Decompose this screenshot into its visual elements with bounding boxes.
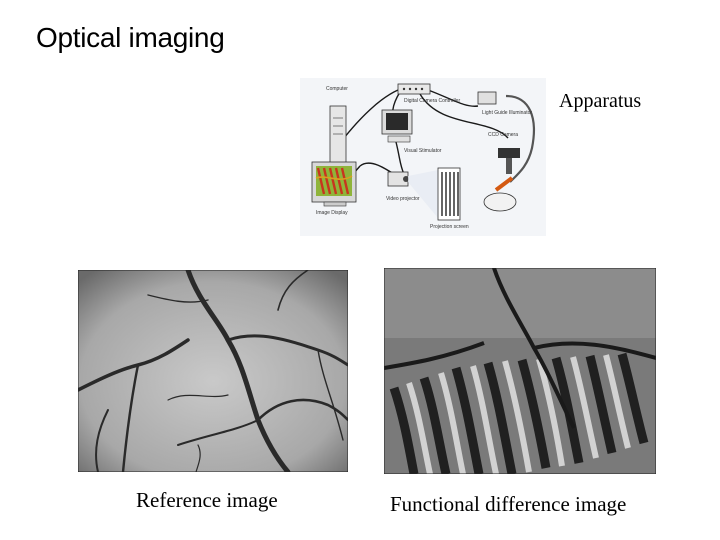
- camera-controller: [397, 83, 431, 95]
- apparatus-diagram: Computer Digital Camera Controller Light…: [300, 78, 546, 236]
- label-computer: Computer: [326, 86, 348, 92]
- label-light-guide: Light Guide Illuminator: [482, 110, 532, 116]
- subject: [483, 192, 517, 212]
- label-video-projector: Video projector: [386, 196, 420, 202]
- computer-tower: [329, 105, 347, 165]
- label-image-display: Image Display: [316, 210, 348, 216]
- label-camera-controller: Digital Camera Controller: [404, 98, 460, 104]
- light-guide-cable: [505, 94, 536, 183]
- functional-difference-image: [384, 268, 656, 474]
- functional-image-caption: Functional difference image: [390, 492, 627, 516]
- reference-image: [78, 270, 348, 472]
- light-guide-tip: [494, 176, 514, 192]
- ccd-camera: [498, 148, 520, 158]
- projection-screen: [437, 167, 461, 221]
- label-ccd-camera: CCD Camera: [488, 132, 518, 138]
- label-visual-stimulator: Visual Stimulator: [404, 148, 442, 154]
- reference-image-caption: Reference image: [136, 488, 278, 512]
- apparatus-label: Apparatus: [559, 90, 642, 112]
- slide-title: Optical imaging: [36, 22, 225, 53]
- label-projection-screen: Projection screen: [430, 224, 469, 230]
- light-guide-illuminator: [477, 91, 497, 105]
